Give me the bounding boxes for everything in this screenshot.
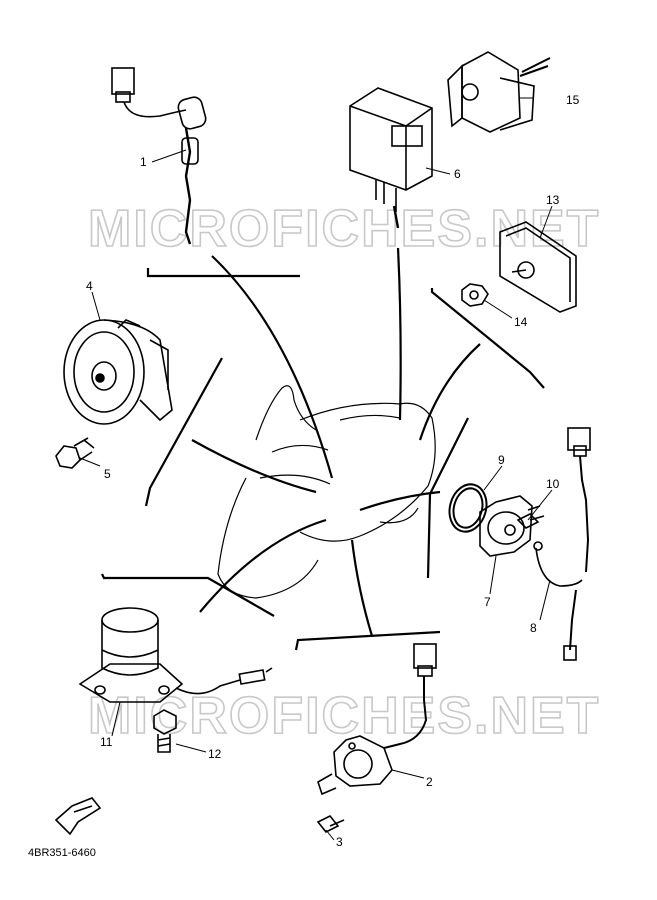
part-3-screw bbox=[316, 814, 345, 834]
group-brackets bbox=[101, 268, 545, 651]
callout-lines bbox=[79, 97, 553, 841]
part-label-14: 14 bbox=[514, 315, 528, 329]
leader-4 bbox=[191, 439, 317, 494]
leader-2 bbox=[350, 539, 374, 637]
watermark-top: MICROFICHES.NET bbox=[88, 200, 600, 258]
leader-6 bbox=[396, 247, 402, 421]
part-label-12: 12 bbox=[208, 747, 222, 761]
part-label-13: 13 bbox=[546, 193, 560, 207]
part-label-15: 15 bbox=[566, 93, 580, 107]
bracket-right bbox=[426, 417, 469, 579]
part-15-relay bbox=[447, 51, 551, 133]
leader-lines bbox=[191, 247, 481, 637]
part-label-9: 9 bbox=[498, 453, 505, 467]
front-arrow-icon bbox=[54, 797, 102, 836]
diagram-code: 4BR351-6460 bbox=[28, 847, 96, 859]
part-10-screw bbox=[516, 513, 545, 529]
part-13-plate bbox=[499, 221, 577, 313]
part-8-wire bbox=[533, 427, 591, 661]
part-5-bolt bbox=[55, 437, 95, 469]
leader-13 bbox=[418, 343, 481, 441]
part-12-bolt bbox=[153, 709, 177, 753]
part-4-horn bbox=[63, 319, 173, 425]
part-label-7: 7 bbox=[484, 595, 491, 609]
part-1-connector bbox=[111, 67, 207, 245]
part-2-switch bbox=[317, 643, 437, 796]
part-label-4: 4 bbox=[86, 279, 93, 293]
part-label-5: 5 bbox=[104, 467, 111, 481]
part-7-sensor bbox=[479, 495, 541, 557]
part-label-10: 10 bbox=[546, 477, 560, 491]
part-label-3: 3 bbox=[336, 835, 343, 849]
part-11-unit bbox=[78, 607, 273, 703]
leader-11 bbox=[199, 518, 327, 613]
leader-7 bbox=[359, 490, 441, 512]
bracket-top-right bbox=[430, 288, 545, 389]
bracket-bottom-left bbox=[101, 573, 275, 617]
bracket-bottom-right bbox=[294, 630, 441, 651]
part-label-11: 11 bbox=[100, 735, 113, 749]
part-6-relay bbox=[349, 87, 433, 229]
part-14-nut bbox=[461, 283, 489, 307]
part-label-8: 8 bbox=[530, 621, 537, 635]
leader-1 bbox=[211, 255, 334, 479]
part-label-6: 6 bbox=[454, 167, 461, 181]
bracket-left bbox=[144, 357, 223, 507]
part-label-1: 1 bbox=[140, 155, 147, 169]
part-label-2: 2 bbox=[426, 775, 433, 789]
motorcycle-outline bbox=[217, 385, 436, 599]
bracket-top-left bbox=[146, 268, 300, 278]
watermark-bottom: MICROFICHES.NET bbox=[88, 687, 600, 745]
